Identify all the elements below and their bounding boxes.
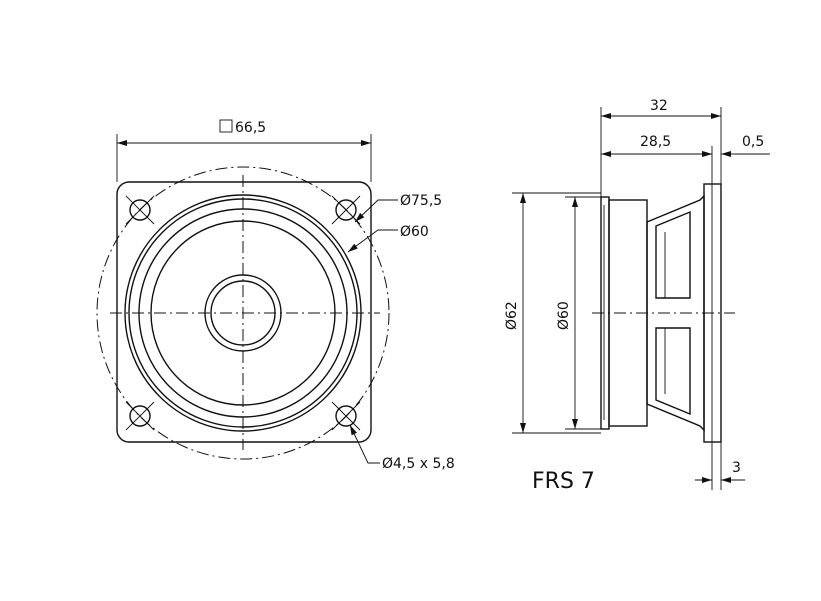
mounting-hole-top-left (125, 195, 155, 225)
front-view: 66,5 Ø75,5 Ø60 Ø4,5 x 5,8 (96, 119, 455, 472)
outer-height-label: Ø62 (504, 301, 520, 330)
inner-height-label: Ø60 (556, 301, 572, 330)
total-depth-label: 32 (650, 98, 668, 114)
mounting-circle (96, 166, 390, 460)
flange-thickness-label: 3 (732, 460, 741, 476)
mounting-hole-top-right (331, 195, 361, 225)
square-dimension-label: 66,5 (235, 120, 266, 136)
hole-dimension-label: Ø4,5 x 5,8 (382, 456, 455, 472)
side-view: 32 28,5 0,5 Ø62 Ø60 3 (504, 98, 770, 490)
frame-outline (116, 181, 372, 443)
inner-circle-dimension-label: Ø60 (400, 224, 429, 240)
flange-gap-label: 0,5 (742, 134, 764, 150)
mounting-hole-bottom-left (125, 401, 155, 431)
outer-circle-dimension-label: Ø75,5 (400, 193, 442, 209)
body-depth-label: 28,5 (640, 134, 671, 150)
square-symbol-icon (219, 119, 233, 133)
model-name: FRS 7 (532, 469, 595, 494)
mounting-hole-bottom-right (331, 401, 361, 431)
